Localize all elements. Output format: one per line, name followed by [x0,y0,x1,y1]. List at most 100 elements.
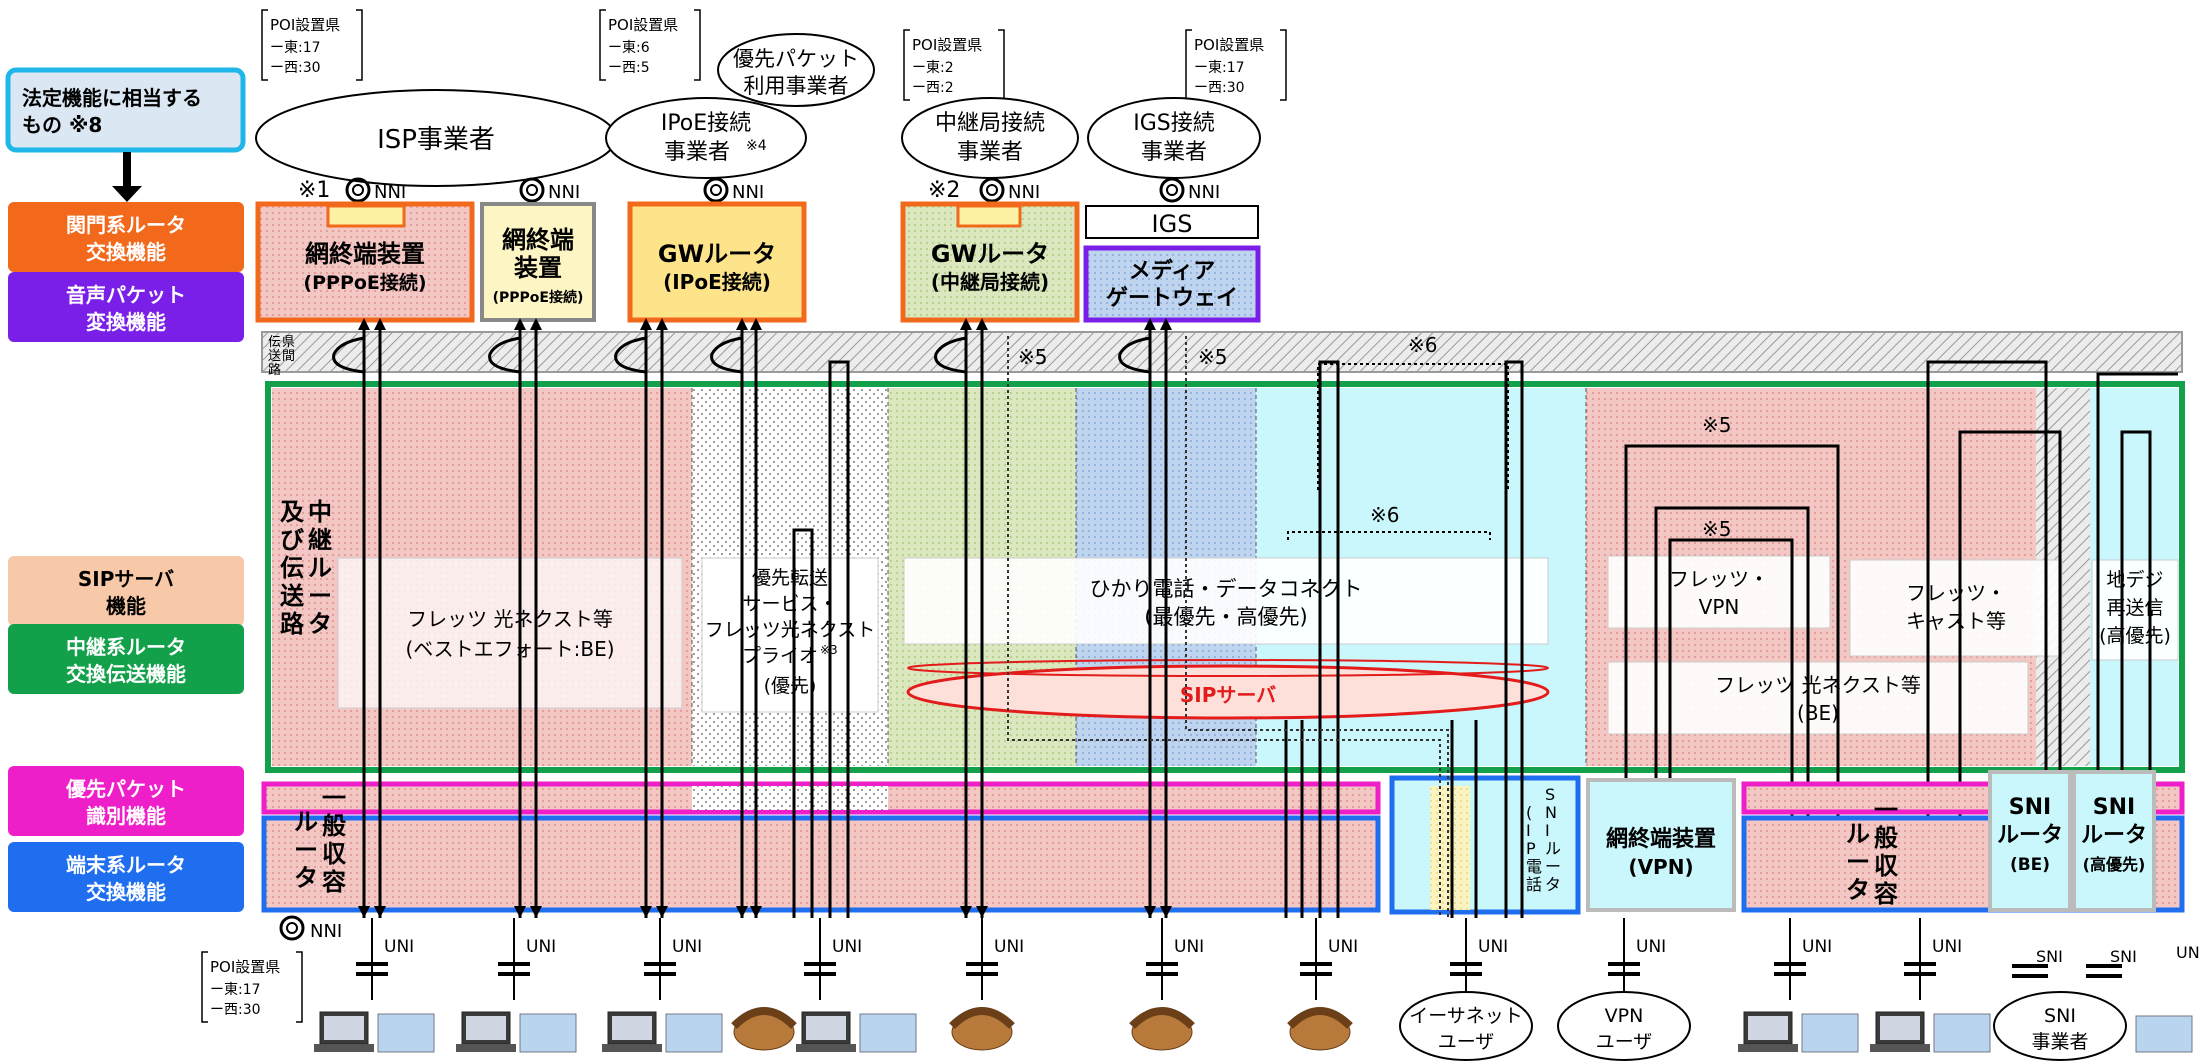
poi-title-2: POI設置県 [912,36,982,54]
poi-title-1: POI設置県 [608,16,678,34]
sni-router-hp-line1: SNI [2093,795,2135,820]
service-priority-line3: フレッツ光ネクスト [705,619,875,641]
ipoe-operator-line2: 事業者 [664,140,730,165]
gw-ipoe-line1: GWルータ [658,240,776,268]
igs-operator-line1: IGS接続 [1133,111,1215,136]
uni-label-3: UNI [832,937,862,957]
note-5d: ※5 [1702,517,1731,541]
service-terr-line1: 地デジ [2106,569,2163,591]
service-hikari-line2: (最優先・高優先) [1144,605,1307,629]
media-gateway-line1: メディア [1129,258,1215,284]
igs-label: IGS [1152,210,1193,238]
ethernet-user-line2: ユーザ [1438,1031,1495,1053]
priority-operator-line1: 優先パケット [733,47,859,71]
legend-item-box-1 [8,272,244,342]
relay-operator-line1: 中継局接続 [935,111,1045,136]
legend-item-label1-5: 端末系ルータ [66,853,186,877]
uni-label-7: UNI [1478,937,1508,957]
svg-text:中: 中 [308,498,332,526]
ntu-pppoe-port [326,204,406,228]
poi-west-4: ー西:30 [210,1002,261,1018]
gw-relay-port [956,204,1022,228]
legend-item-label2-5: 交換機能 [86,880,166,904]
sni-label-1: SNI [2110,947,2137,966]
service-be-box [337,557,683,709]
svg-text:タ: タ [1846,876,1870,904]
svg-text:(: ( [1526,803,1532,822]
service-be-right-line2: (BE) [1797,701,1839,725]
service-terrestrial-box [2091,559,2179,661]
svg-text:般: 般 [1874,824,1898,852]
uni-label-2: UNI [672,937,702,957]
nni-label-2: NNI [732,182,764,203]
svg-text:一: 一 [322,784,346,812]
svg-text:ル: ル [1545,839,1561,858]
uni-label-10: UNI [1932,937,1962,957]
svg-text:ル: ル [1846,820,1870,848]
service-cast-box [1849,559,2063,657]
inter-pref-label-2: 送 [268,349,281,364]
nni-label-1: NNI [548,182,580,203]
poi-west-2: ー西:2 [912,80,954,96]
svg-text:般: 般 [322,812,346,840]
inter-prefecture-band [261,331,2183,373]
legend: 法定機能に相当する もの ※8 関門系ルータ交換機能音声パケット変換機能SIPサ… [5,67,246,912]
ntu-vpn-line1: 網終端装置 [1606,826,1716,852]
inter-pref-label-1: 伝 [268,335,281,350]
legend-item-label2-3: 交換伝送機能 [66,662,186,686]
ntu-small-line2: 装置 [514,254,562,282]
isp-operator-label: ISP事業者 [377,125,495,155]
svg-text:ー: ー [294,836,318,864]
note-6b: ※6 [1370,503,1399,527]
gw-relay-line1: GWルータ [931,240,1049,268]
ntu-pppoe-line1: 網終端装置 [305,240,425,268]
gw-relay-box [900,201,1080,323]
sni-operator-ellipse [1993,991,2127,1061]
legend-item-label1-1: 音声パケット [66,283,186,307]
svg-text:タ: タ [1545,875,1561,894]
priority-operator-ellipse [717,33,875,107]
svg-text:継: 継 [308,526,332,554]
svg-text:収: 収 [322,840,347,868]
sni-router-hp-line2: ルータ [2081,823,2147,848]
svg-text:収: 収 [1874,852,1899,880]
sip-server-cylinder [906,664,1550,720]
media-gateway-line2: ゲートウェイ [1106,286,1238,311]
gw-relay-line2: (中継局接続) [931,270,1049,294]
poi-title-0: POI設置県 [270,16,340,34]
nni-label-0: NNI [374,182,406,203]
note-5c: ※5 [1702,413,1731,437]
poi-east-3: ー東:17 [1194,60,1245,76]
svg-text:P: P [1526,839,1536,858]
ipoe-note: ※4 [746,138,767,154]
svg-text:路: 路 [280,610,305,638]
inter-pref-label-3: 路 [268,362,281,378]
service-priority-line2: サービス・ [742,593,837,615]
service-hikari-line1: ひかり電話・データコネクト [1090,577,1363,601]
uni-label-edge: UNI [2176,943,2201,962]
nni-bottom-label: NNI [310,921,342,942]
svg-text:ル: ル [294,808,318,836]
svg-text:タ: タ [294,864,318,892]
uni-label-5: UNI [1174,937,1204,957]
service-cast-line2: キャスト等 [1906,609,2006,633]
service-be-line1: フレッツ 光ネクスト等 [407,607,613,631]
svg-text:S: S [1545,785,1555,804]
inter-pref-label-4: 県 [282,335,295,350]
poi-boxes: POI設置県ー東:17ー西:30POI設置県ー東:6ー西:5POI設置県ー東:2… [201,9,1287,1023]
legend-item-label2-2: 機能 [106,594,146,618]
sni-operator-line2: 事業者 [2031,1031,2088,1053]
poi-title-4: POI設置県 [210,958,280,976]
legend-item-box-0 [8,202,244,272]
svg-text:容: 容 [322,868,346,896]
service-be-right-line1: フレッツ 光ネクスト等 [1715,673,1921,697]
poi-west-0: ー西:30 [270,60,321,76]
svg-text:I: I [1545,821,1550,840]
sni-router-be-line2: ルータ [1997,823,2063,848]
service-terr-line2: 再送信 [2106,597,2163,619]
svg-text:電: 電 [1526,857,1542,876]
